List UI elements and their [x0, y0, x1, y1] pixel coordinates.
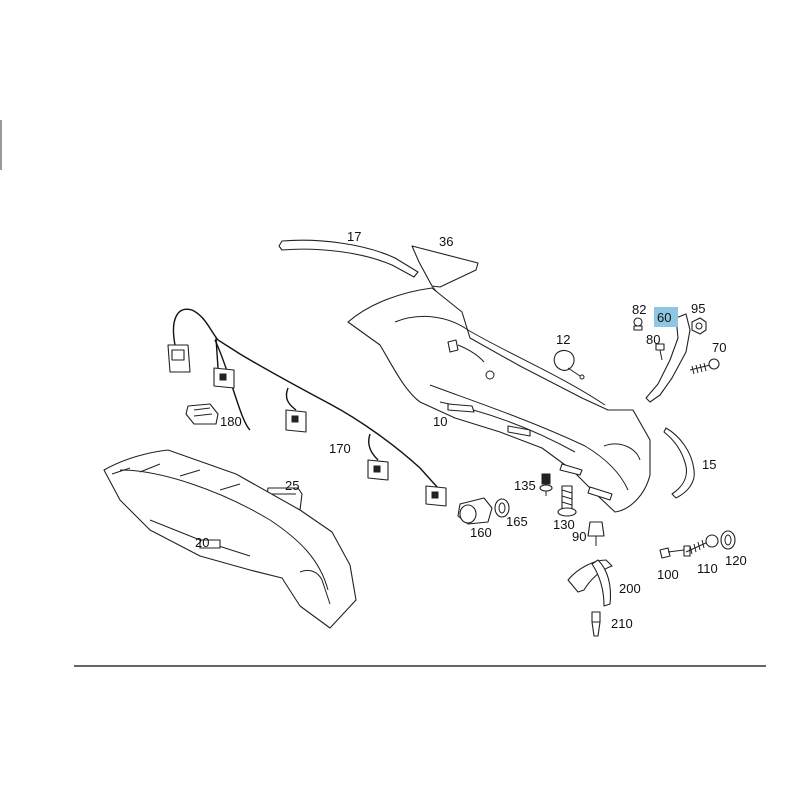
part-10-bumper-cover[interactable] [347, 287, 651, 513]
part-90-fastener[interactable] [587, 521, 605, 546]
part-60-bracket[interactable] [645, 313, 691, 403]
callout-25[interactable]: 25 [285, 478, 299, 493]
part-15-side-strip[interactable] [663, 427, 695, 499]
part-17-trim-strip[interactable] [278, 239, 419, 278]
part-170-wiring-harness[interactable] [167, 308, 447, 507]
part-36-panel[interactable] [411, 245, 479, 297]
part-20-diffuser-panel[interactable] [103, 449, 357, 629]
callout-10[interactable]: 10 [433, 414, 447, 429]
callout-80[interactable]: 80 [646, 332, 660, 347]
callout-82[interactable]: 82 [632, 302, 646, 317]
part-82-clip[interactable] [633, 317, 643, 331]
callout-90[interactable]: 90 [572, 529, 586, 544]
callout-95[interactable]: 95 [691, 301, 705, 316]
callout-170[interactable]: 170 [329, 441, 351, 456]
callout-17[interactable]: 17 [347, 229, 361, 244]
callout-70[interactable]: 70 [712, 340, 726, 355]
part-210-pin[interactable] [591, 611, 601, 637]
part-70-bolt[interactable] [689, 358, 720, 375]
part-110-screw[interactable] [685, 534, 719, 555]
selected-callout-highlight [654, 307, 678, 327]
part-165-ring[interactable] [494, 498, 510, 518]
part-80-screw[interactable] [655, 343, 665, 361]
callout-210[interactable]: 210 [611, 616, 633, 631]
callout-60[interactable]: 60 [657, 310, 671, 325]
callout-15[interactable]: 15 [702, 457, 716, 472]
callout-12[interactable]: 12 [556, 332, 570, 347]
callout-165[interactable]: 165 [506, 514, 528, 529]
part-135-clip[interactable] [539, 473, 553, 496]
callout-120[interactable]: 120 [725, 553, 747, 568]
callout-200[interactable]: 200 [619, 581, 641, 596]
callout-135[interactable]: 135 [514, 478, 536, 493]
callout-180[interactable]: 180 [220, 414, 242, 429]
part-100-bolt[interactable] [659, 545, 691, 559]
part-12-cap[interactable] [553, 349, 585, 380]
part-200-bracket[interactable] [567, 559, 613, 607]
part-120-washer[interactable] [720, 530, 736, 550]
callout-110[interactable]: 110 [697, 561, 718, 576]
callout-36[interactable]: 36 [439, 234, 453, 249]
part-180-connector-plug[interactable] [185, 403, 219, 425]
part-95-nut[interactable] [691, 317, 707, 335]
part-160-sensor[interactable] [457, 497, 493, 525]
callout-130[interactable]: 130 [553, 517, 575, 532]
callout-20[interactable]: 20 [195, 535, 209, 550]
callout-160[interactable]: 160 [470, 525, 492, 540]
callout-100[interactable]: 100 [657, 567, 679, 582]
part-130-screw[interactable] [557, 485, 577, 517]
